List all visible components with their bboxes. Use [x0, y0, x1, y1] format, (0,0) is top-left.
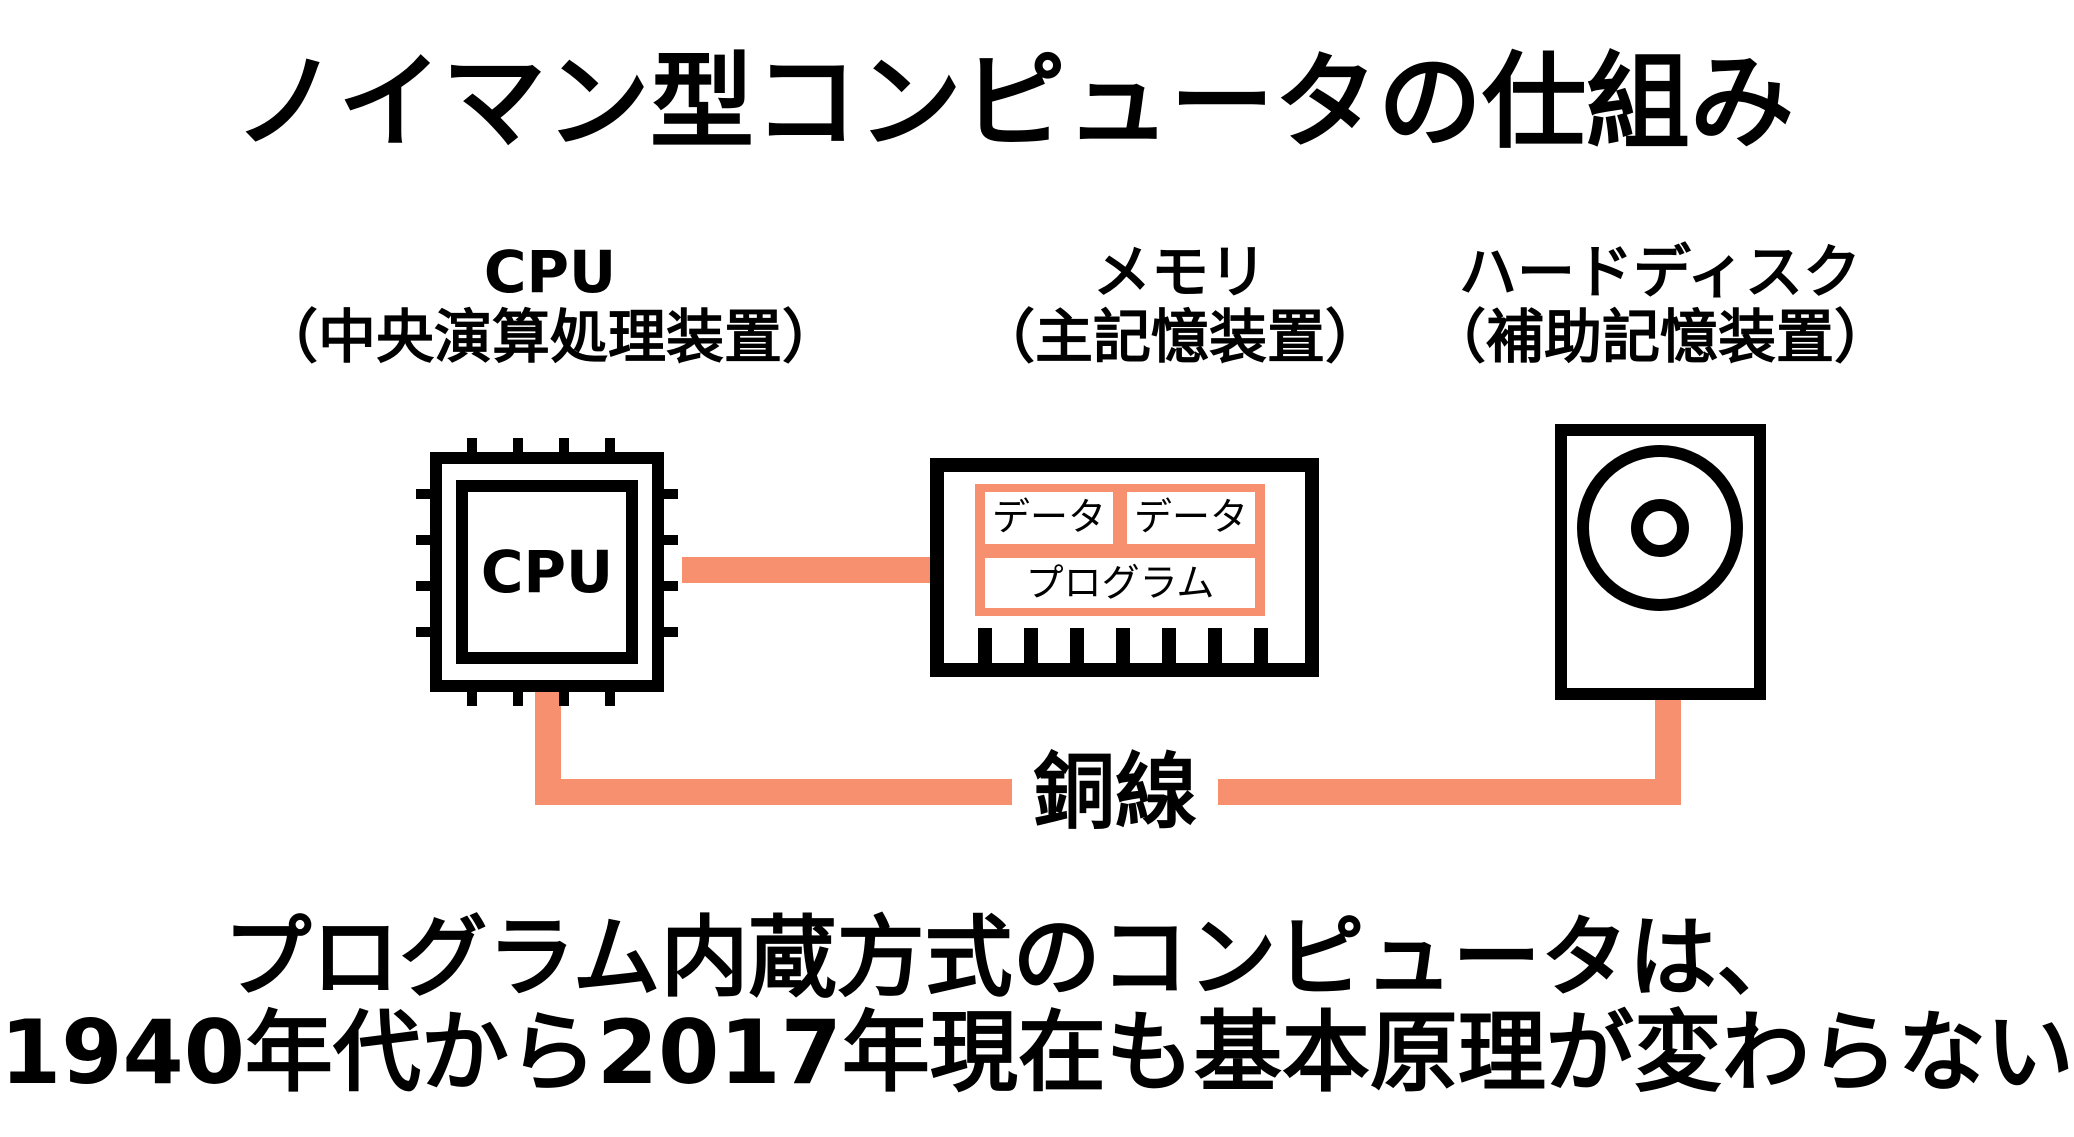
hdd-label-desc: （補助記憶装置） — [1427, 302, 1892, 371]
memory-label-desc: （主記憶装置） — [976, 302, 1383, 371]
memory-module-icon: データ データ プログラム — [930, 458, 1319, 677]
wires — [535, 557, 1681, 805]
cpu-chip-icon: CPU — [416, 438, 678, 706]
hdd-label-name: ハードディスク — [1459, 238, 1861, 306]
cpu-label: CPU （中央演算処理装置） — [240, 240, 860, 370]
page-title: ノイマン型コンピュータの仕組み — [233, 41, 1794, 163]
cpu-label-name: CPU — [483, 238, 617, 306]
hard-disk-icon — [1555, 424, 1766, 700]
memory-cell-data-2: データ — [1134, 495, 1248, 539]
architecture-diagram: 銅線 CPU データ データ プログラム — [416, 424, 1766, 840]
cpu-label-desc: （中央演算処理装置） — [259, 302, 840, 371]
cpu-hdd-wire-right — [1218, 700, 1681, 805]
memory-label: メモリ （主記憶装置） — [880, 240, 1480, 370]
memory-contacts — [978, 628, 1268, 668]
cpu-hdd-wire-left — [535, 692, 1012, 805]
memory-cell-program: プログラム — [1026, 561, 1215, 605]
conclusion-line-1: プログラム内蔵方式のコンピュータは、 — [223, 906, 1805, 1009]
conclusion-line-2: 1940年代から2017年現在も基本原理が変わらない — [0, 1001, 2074, 1104]
memory-label-name: メモリ — [1092, 238, 1267, 306]
hdd-label: ハードディスク （補助記憶装置） — [1380, 240, 1940, 370]
wire-label: 銅線 — [1033, 745, 1197, 840]
memory-cell-data-1: データ — [992, 495, 1106, 539]
cpu-chip-label: CPU — [481, 538, 613, 606]
